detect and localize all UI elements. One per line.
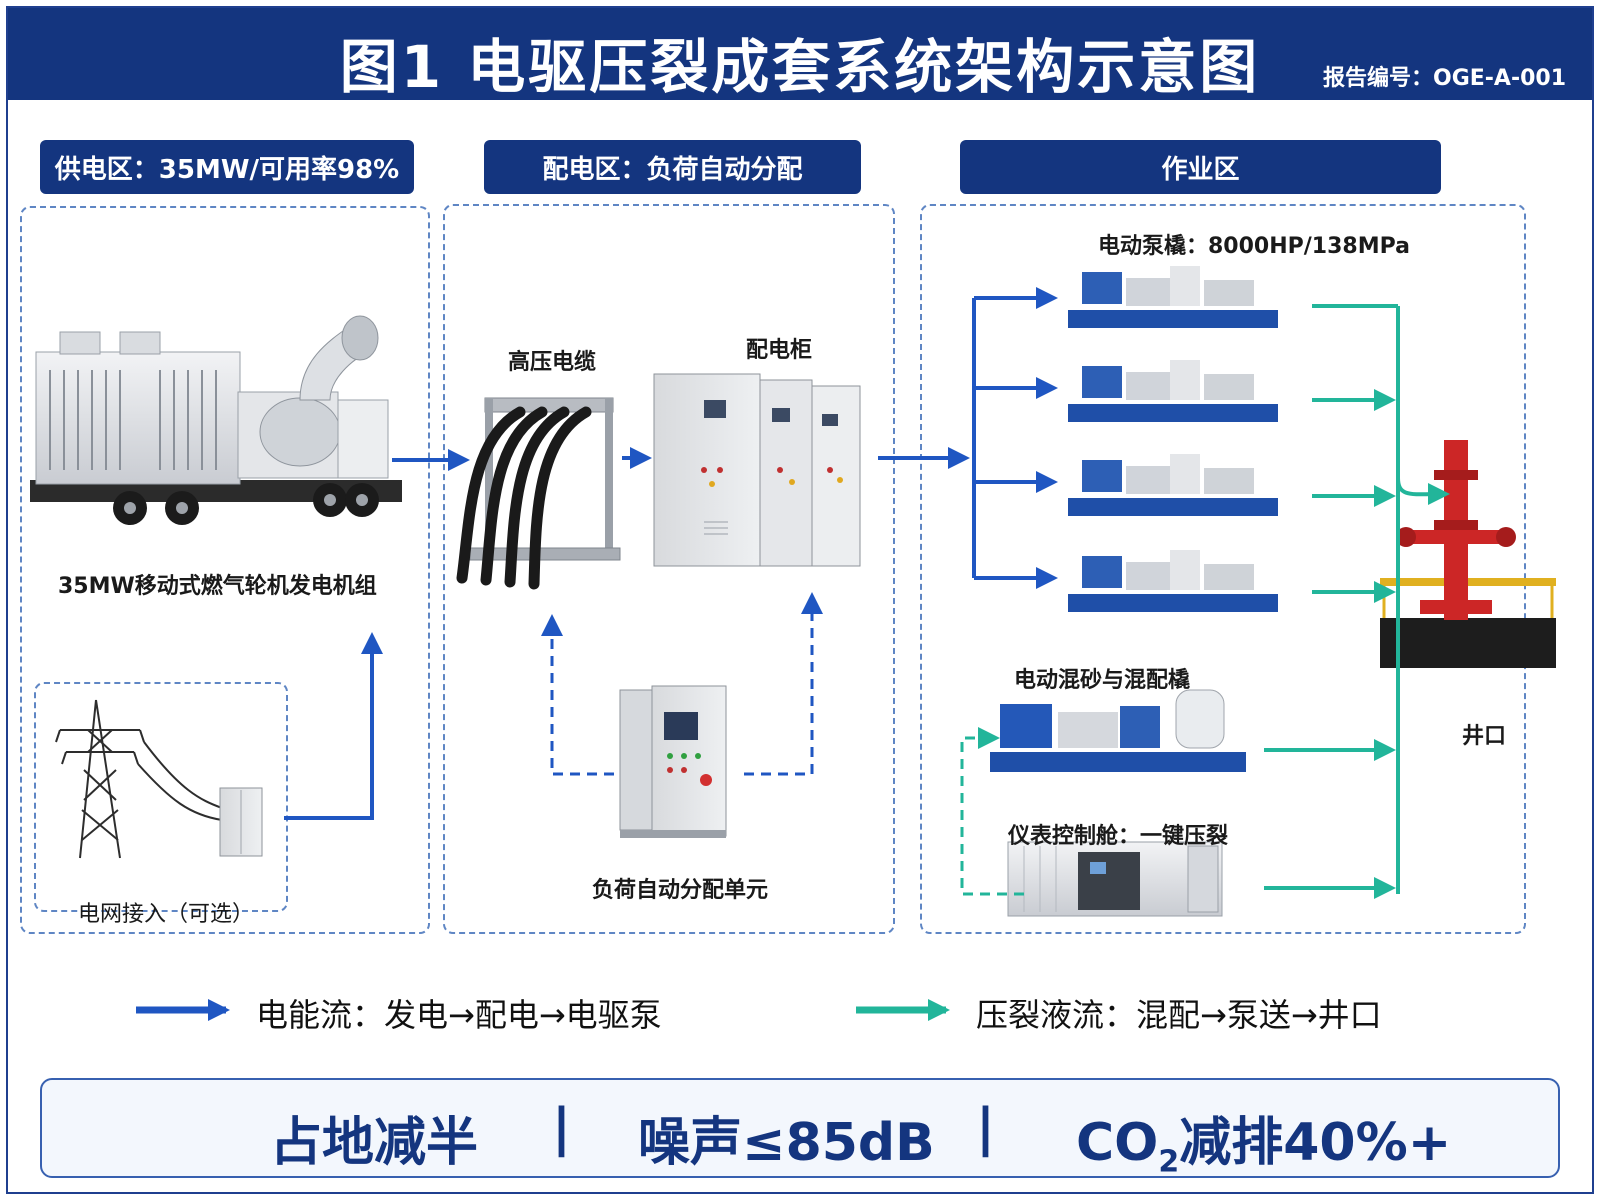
turbine-generator-image [30, 315, 402, 525]
pump-skid-image-1 [1068, 266, 1278, 328]
pump-skid-image-4 [1068, 550, 1278, 612]
grid-cabinet-image [219, 787, 263, 857]
cabinet-caption: 配电柜 [746, 338, 813, 363]
turbine-caption: 35MW移动式燃气轮机发电机组 [58, 574, 377, 599]
frac-flow-arrows [1264, 304, 1450, 899]
blender-caption: 电动混砂与混配橇 [1014, 668, 1191, 693]
load-distribution-unit-image [619, 685, 727, 838]
zone-box-supply [20, 206, 430, 934]
zone-label-operation: 作业区 [960, 140, 1441, 194]
title-bar: 图1 电驱压裂成套系统架构示意图 报告编号：OGE-A-001 [8, 8, 1592, 101]
stat-co2-prefix: CO [1076, 1113, 1159, 1173]
legend-frac-text: 压裂液流：混配→泵送→井口 [976, 996, 1382, 1034]
transmission-tower-image [55, 699, 223, 859]
blender-skid-image [990, 689, 1246, 772]
hv-cable-image [456, 397, 621, 590]
stat-co2-suffix: 减排40%+ [1179, 1113, 1452, 1173]
grid-caption: 电网接入（可选） [78, 902, 255, 927]
control-signal-arrows [541, 592, 823, 776]
distribution-cabinet-image [653, 373, 861, 567]
pump-skid-image-3 [1068, 454, 1278, 516]
stat-separator-2: | [976, 1098, 995, 1158]
legend-power-text: 电能流：发电→配电→电驱泵 [256, 996, 662, 1034]
zone-box-operation [920, 204, 1526, 934]
zone-label-distribution: 配电区：负荷自动分配 [484, 140, 861, 194]
control-cabin-caption: 仪表控制舱：一键压裂 [1008, 824, 1229, 849]
power-flow-arrows [284, 287, 1058, 820]
wellhead-image [1380, 440, 1556, 668]
zone-box-grid [34, 682, 288, 912]
stat-co2-subscript: 2 [1158, 1144, 1180, 1180]
pump-skid-caption: 电动泵橇：8000HP/138MPa [1098, 234, 1410, 259]
stat-footprint: 占地减半 [270, 1113, 479, 1173]
stat-noise: 噪声≤85dB [638, 1113, 935, 1173]
page-title: 图1 电驱压裂成套系统架构示意图 [339, 33, 1261, 101]
stat-separator-1: | [552, 1098, 571, 1158]
stat-co2: CO2减排40%+ [1076, 1100, 1451, 1179]
zone-box-distribution [443, 204, 895, 934]
report-number: 报告编号：OGE-A-001 [1323, 66, 1566, 91]
outer-frame [6, 6, 1594, 1194]
load-unit-caption: 负荷自动分配单元 [592, 878, 769, 903]
control-cabin-image [1007, 841, 1223, 917]
cable-caption: 高压电缆 [508, 350, 597, 375]
stats-bar: 占地减半 | 噪声≤85dB | CO2减排40%+ [40, 1078, 1560, 1179]
blender-feed-arrow [960, 727, 1024, 896]
zone-label-supply: 供电区：35MW/可用率98% [40, 140, 414, 194]
wellhead-caption: 井口 [1462, 724, 1507, 749]
pump-skid-image-2 [1068, 360, 1278, 422]
